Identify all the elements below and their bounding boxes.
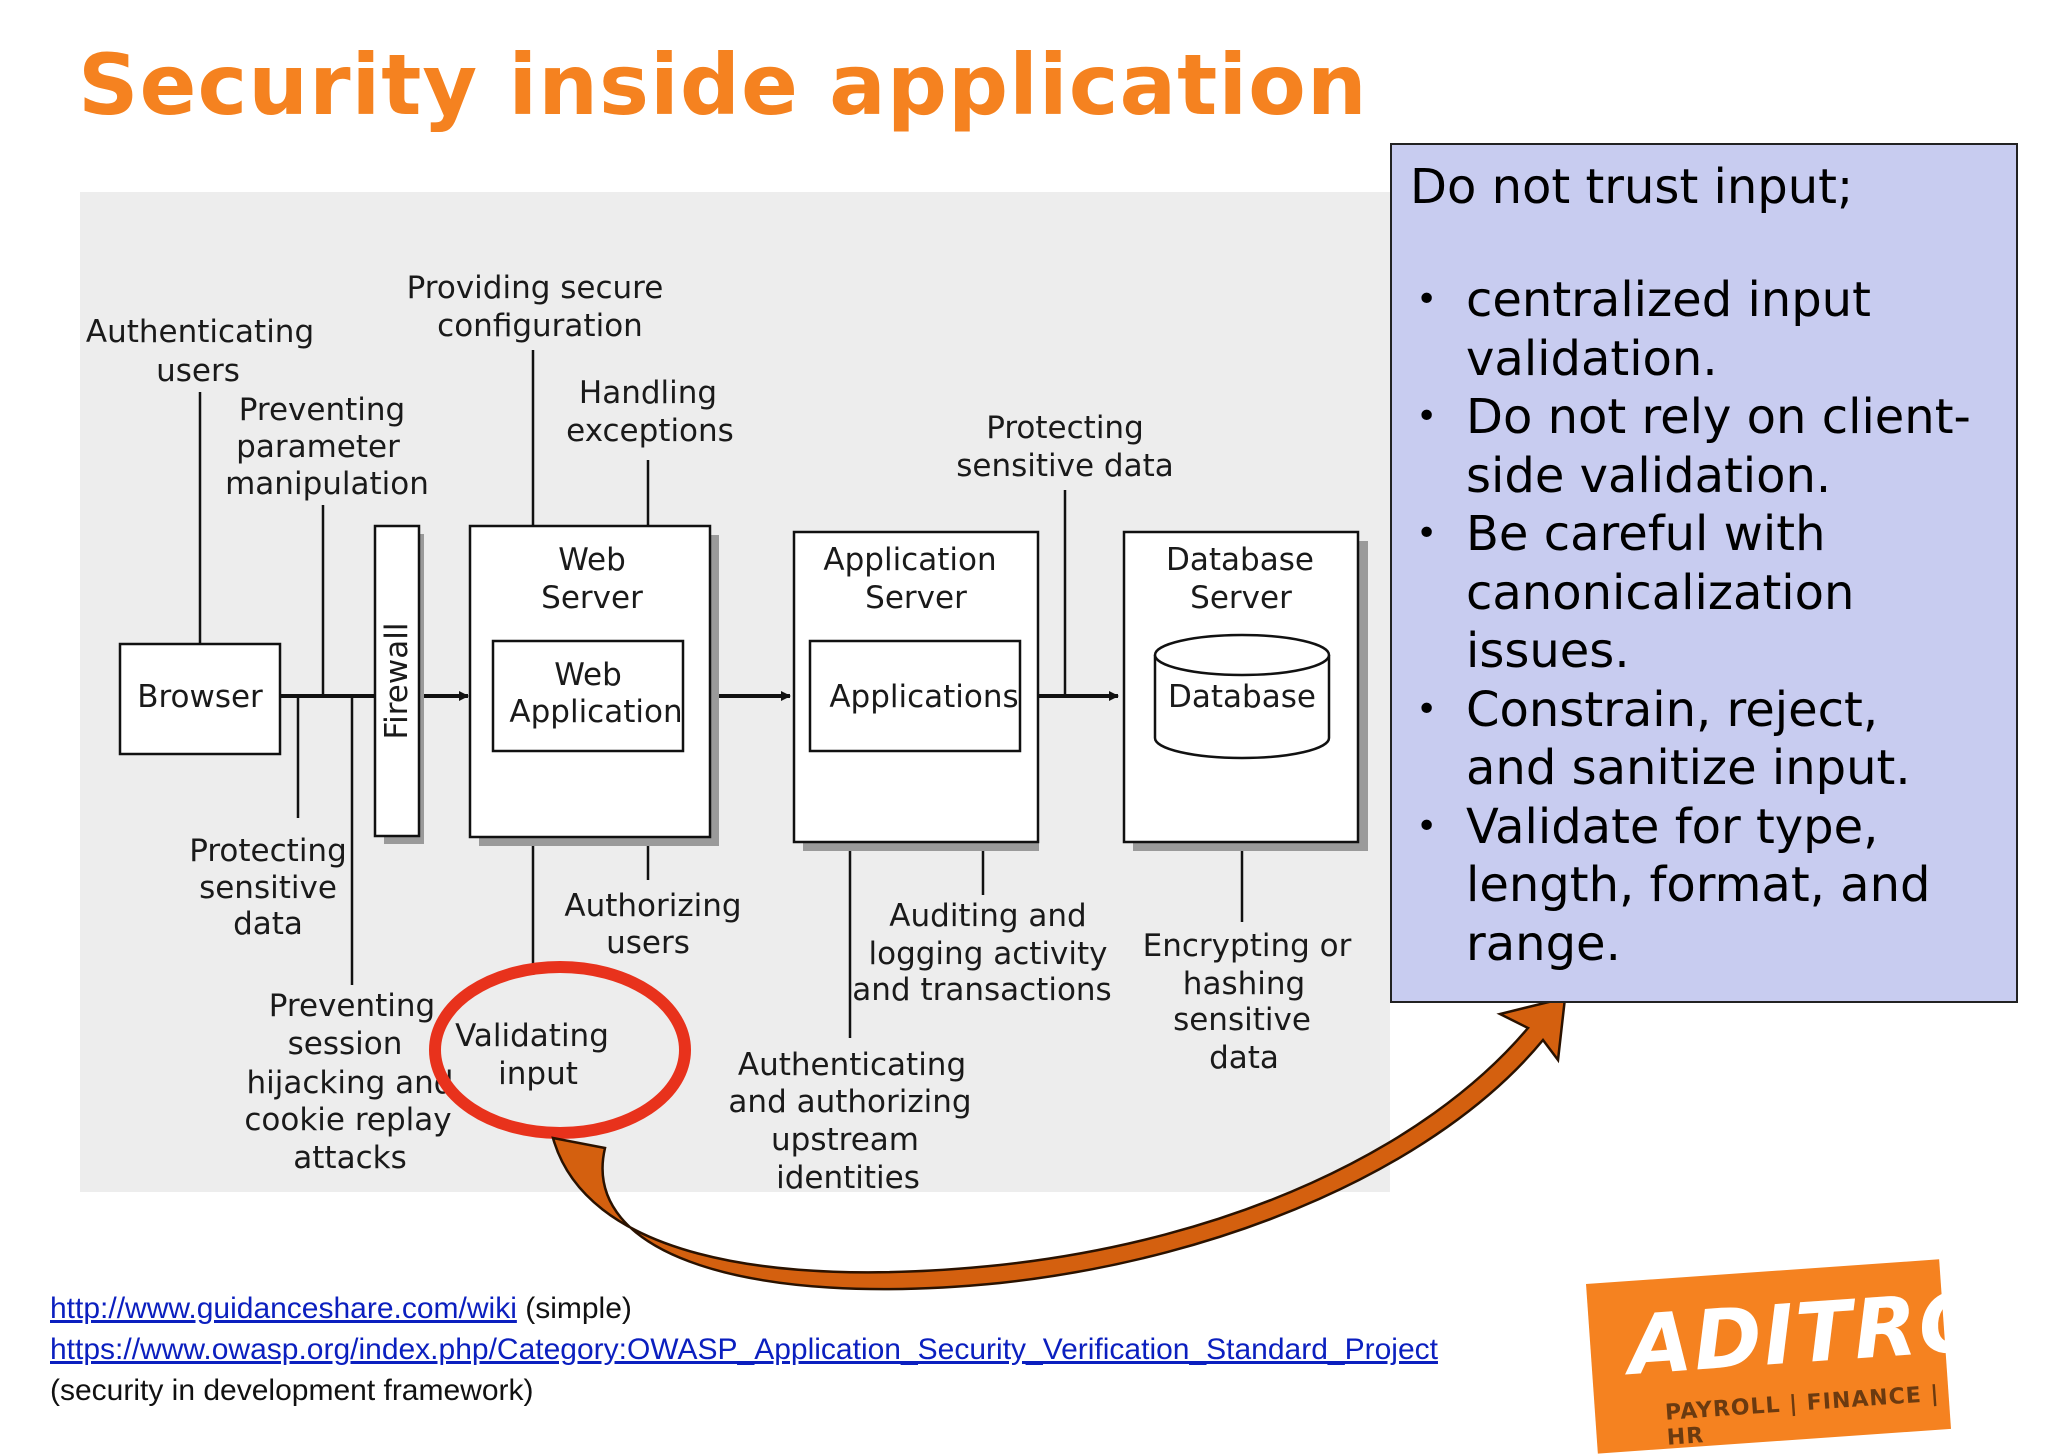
bullet-icon: • — [1416, 805, 1438, 847]
owasp-link[interactable]: https://www.owasp.org/index.php/Category… — [50, 1333, 1438, 1366]
callout-bullet-line: Be careful with — [1466, 506, 1826, 562]
web-application-label-1: Web — [554, 657, 622, 693]
web-server-node: Web Server Web Application — [468, 524, 719, 846]
callout-bullet-list: • centralized input validation. • Do not… — [1410, 271, 1998, 973]
firewall-node: Firewall — [373, 524, 424, 844]
label-upstream-1: Authenticating — [738, 1047, 966, 1083]
label-protect-bottom-3: data — [233, 906, 303, 942]
label-encrypting-2: hashing — [1183, 966, 1305, 1002]
label-protect-bottom-2: sensitive — [199, 870, 337, 906]
callout-bullet-line: Validate for type, — [1466, 798, 1879, 855]
label-auditing-1: Auditing and — [889, 898, 1086, 934]
label-upstream-3: upstream — [771, 1122, 919, 1158]
label-exceptions-2: exceptions — [566, 413, 734, 449]
label-session-4: cookie replay — [244, 1102, 451, 1138]
owasp-note: (security in development framework) — [50, 1374, 534, 1407]
label-upstream-4: identities — [776, 1160, 920, 1196]
callout-bullet-line: side validation. — [1466, 447, 1832, 504]
slide-title: Security inside application — [78, 36, 1368, 134]
firewall-label: Firewall — [379, 623, 415, 740]
label-session-1: Preventing — [269, 988, 435, 1024]
label-parameter-1: Preventing — [239, 392, 405, 428]
database-cylinder — [1153, 655, 1331, 760]
guidance-link-line: http://www.guidanceshare.com/wiki (simpl… — [50, 1288, 1438, 1329]
bullet-icon: • — [1416, 688, 1438, 730]
web-application-box — [491, 639, 685, 753]
application-server-node: Application Server Applications — [792, 530, 1040, 851]
annotation-labels: Authenticating users Providing secure co… — [86, 270, 1352, 1196]
label-session-3: hijacking and — [247, 1065, 454, 1101]
label-auditing-2: logging activity — [869, 936, 1108, 972]
label-encrypting-1: Encrypting or — [1143, 928, 1352, 964]
database-label: Database — [1168, 679, 1316, 715]
owasp-link-line: https://www.owasp.org/index.php/Category… — [50, 1329, 1438, 1370]
label-encrypting-4: data — [1209, 1040, 1279, 1076]
label-parameter-2: parameter — [236, 429, 400, 465]
database-server-label-1: Database — [1166, 542, 1314, 578]
label-exceptions-1: Handling — [579, 375, 717, 411]
callout-heading: Do not trust input; — [1410, 159, 1854, 215]
database-server-node: Database Server Database — [1122, 530, 1368, 851]
label-auditing-3: and transactions — [852, 972, 1111, 1008]
bullet-icon: • — [1416, 513, 1438, 554]
label-session-5: attacks — [293, 1140, 406, 1176]
browser-label: Browser — [137, 679, 263, 715]
label-protect-top-1: Protecting — [986, 410, 1144, 446]
callout-bullet-item: • Be careful with canonicalization issue… — [1410, 505, 1998, 681]
browser-node: Browser — [118, 642, 282, 756]
callout-bullet-line: Do not rely on client- — [1466, 389, 1971, 445]
callout-bullet-line: Constrain, reject, — [1466, 681, 1879, 738]
callout-bullet-line: and sanitize input. — [1466, 740, 1911, 796]
label-authenticating-users-1: Authenticating — [86, 314, 314, 350]
label-validating-2: input — [498, 1056, 578, 1092]
callout-bullet-item: • Do not rely on client- side validation… — [1410, 388, 1998, 505]
callout-bullet-line: length, format, and — [1466, 857, 1931, 913]
application-server-label-1: Application — [823, 542, 996, 578]
web-application-label-2: Application — [509, 694, 682, 730]
do-not-trust-input-callout: Do not trust input; • centralized input … — [1390, 143, 2018, 1003]
web-server-label-2: Server — [541, 580, 643, 616]
label-secure-config-1: Providing secure — [407, 270, 664, 306]
logo-brand: ADITRO — [1625, 1273, 1994, 1395]
label-encrypting-3: sensitive — [1173, 1002, 1311, 1038]
application-server-label-2: Server — [865, 580, 967, 616]
applications-label: Applications — [829, 679, 1018, 715]
callout-bullet-item: • Constrain, reject, and sanitize input. — [1410, 681, 1998, 798]
applications-box — [808, 639, 1022, 753]
web-server-label-1: Web — [558, 542, 626, 578]
callout-bullet-item: • centralized input validation. — [1410, 271, 1998, 388]
label-validating-1: Validating — [455, 1018, 609, 1054]
guidance-share-link[interactable]: http://www.guidanceshare.com/wiki — [50, 1292, 517, 1325]
label-authorizing-1: Authorizing — [564, 888, 741, 924]
label-upstream-2: and authorizing — [728, 1084, 971, 1120]
bullet-icon: • — [1416, 279, 1438, 320]
database-server-label-2: Server — [1190, 580, 1292, 616]
label-protect-bottom-1: Protecting — [189, 833, 347, 869]
callout-bullet-line: validation. — [1466, 330, 1718, 387]
callout-bullet-line: centralized input — [1466, 272, 1871, 328]
callout-bullet-line: range. — [1466, 915, 1621, 972]
callout-bullet-line: canonicalization — [1466, 564, 1855, 621]
reference-links: http://www.guidanceshare.com/wiki (simpl… — [50, 1288, 1438, 1411]
label-secure-config-2: configuration — [437, 308, 643, 344]
label-authenticating-users-2: users — [156, 353, 240, 389]
curved-arrow-to-callout — [551, 996, 1567, 1291]
guidance-note: (simple) — [516, 1292, 632, 1325]
bullet-icon: • — [1416, 396, 1438, 437]
callout-bullet-line: issues. — [1466, 623, 1630, 679]
label-parameter-3: manipulation — [225, 466, 429, 502]
aditro-logo: ADITRO PAYROLL | FINANCE | HR — [1586, 1259, 1994, 1454]
label-session-2: session — [288, 1026, 403, 1062]
validating-input-highlight-ring — [429, 961, 691, 1139]
callout-bullet-item: • Validate for type, length, format, and… — [1410, 798, 1998, 974]
label-authorizing-2: users — [606, 925, 690, 961]
label-protect-top-2: sensitive data — [956, 448, 1174, 484]
